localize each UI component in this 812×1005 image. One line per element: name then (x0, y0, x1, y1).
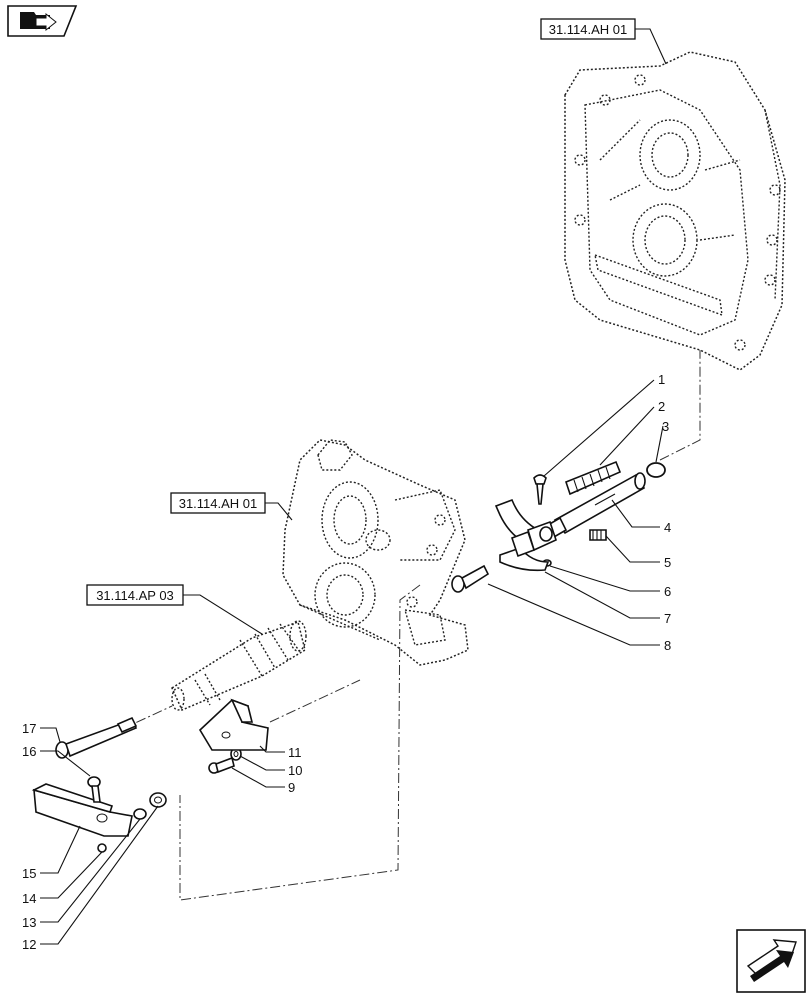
book-arrow-icon[interactable] (7, 5, 78, 37)
part-14-washer (97, 843, 107, 853)
part-8-bolt (451, 564, 490, 593)
part-5-dowel (589, 529, 607, 541)
callout-2: 2 (658, 399, 665, 414)
part-9-bolt (208, 756, 235, 774)
part-2-spring (565, 460, 622, 496)
part-17-rod (55, 716, 138, 759)
callout-1: 1 (658, 372, 665, 387)
callout-5: 5 (664, 555, 671, 570)
part-12-nut (149, 792, 167, 808)
part-16-bolt (87, 776, 101, 803)
ref-label-top-right: 31.114.AH 01 (549, 22, 628, 37)
callout-7: 7 (664, 611, 671, 626)
callout-14: 14 (22, 891, 36, 906)
part-13-bushing (133, 808, 147, 820)
ref-box-top-right[interactable]: 31.114.AH 01 (540, 18, 667, 65)
callout-4: 4 (664, 520, 671, 535)
ref-label-middle-left: 31.114.AH 01 (179, 496, 258, 511)
front-housing-ghost (282, 439, 469, 666)
ref-box-shaft[interactable]: 31.114.AP 03 (86, 584, 263, 635)
next-page-arrow-icon[interactable] (736, 929, 806, 993)
callout-3: 3 (662, 419, 669, 434)
ref-label-shaft: 31.114.AP 03 (96, 588, 174, 603)
shaft-ghost (171, 620, 307, 711)
callout-leaders (40, 379, 664, 945)
callout-10: 10 (288, 763, 302, 778)
rear-housing-ghost (564, 51, 786, 371)
part-3-snap-ring (646, 462, 666, 478)
callout-12: 12 (22, 937, 36, 952)
part-15-lever (31, 783, 133, 837)
callout-numbers: 1 2 3 4 5 6 7 8 9 10 11 12 13 14 15 16 1… (22, 372, 671, 952)
part-1-screw (533, 474, 547, 505)
callout-16: 16 (22, 744, 36, 759)
ref-box-middle-left[interactable]: 31.114.AH 01 (170, 492, 293, 521)
part-7-shift-fork (494, 498, 557, 572)
callout-15: 15 (22, 866, 36, 881)
callout-9: 9 (288, 780, 295, 795)
callout-17: 17 (22, 721, 36, 736)
callout-8: 8 (664, 638, 671, 653)
callout-11: 11 (288, 745, 302, 760)
callout-13: 13 (22, 915, 36, 930)
part-11-bracket (198, 698, 269, 751)
callout-6: 6 (664, 584, 671, 599)
